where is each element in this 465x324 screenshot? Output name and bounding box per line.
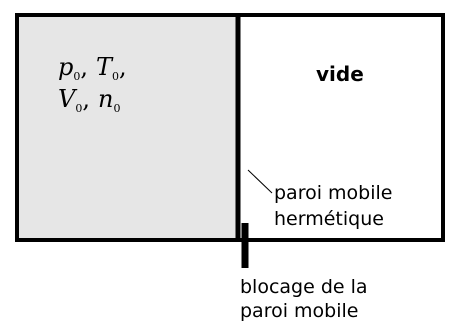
subscript-T: 0 — [112, 70, 119, 83]
symbol-p: p — [58, 53, 73, 81]
subscript-V: 0 — [75, 102, 82, 115]
comma: , — [80, 53, 88, 81]
symbol-V: V — [58, 85, 78, 113]
symbol-T: T — [96, 53, 114, 81]
container-outline — [15, 13, 445, 242]
comma: , — [82, 85, 90, 113]
comma: , — [119, 53, 127, 81]
subscript-p: 0 — [73, 70, 80, 83]
lock-label-line-2: paroi mobile — [240, 300, 358, 322]
lock-label-line-1: blocage de la — [240, 276, 368, 298]
gas-region — [17, 15, 238, 240]
wall-label-line-1: paroi mobile — [274, 182, 392, 204]
wall-leader-line — [247, 169, 273, 194]
symbol-n: n — [98, 85, 113, 113]
wall-label-line-2: hermétique — [274, 208, 384, 230]
vacuum-region — [238, 15, 443, 240]
gas-state-line-1: p0,T0, — [58, 53, 127, 83]
subscript-n: 0 — [113, 102, 120, 115]
gas-state-line-2: V0,n0 — [58, 85, 120, 115]
vacuum-label: vide — [316, 62, 364, 86]
